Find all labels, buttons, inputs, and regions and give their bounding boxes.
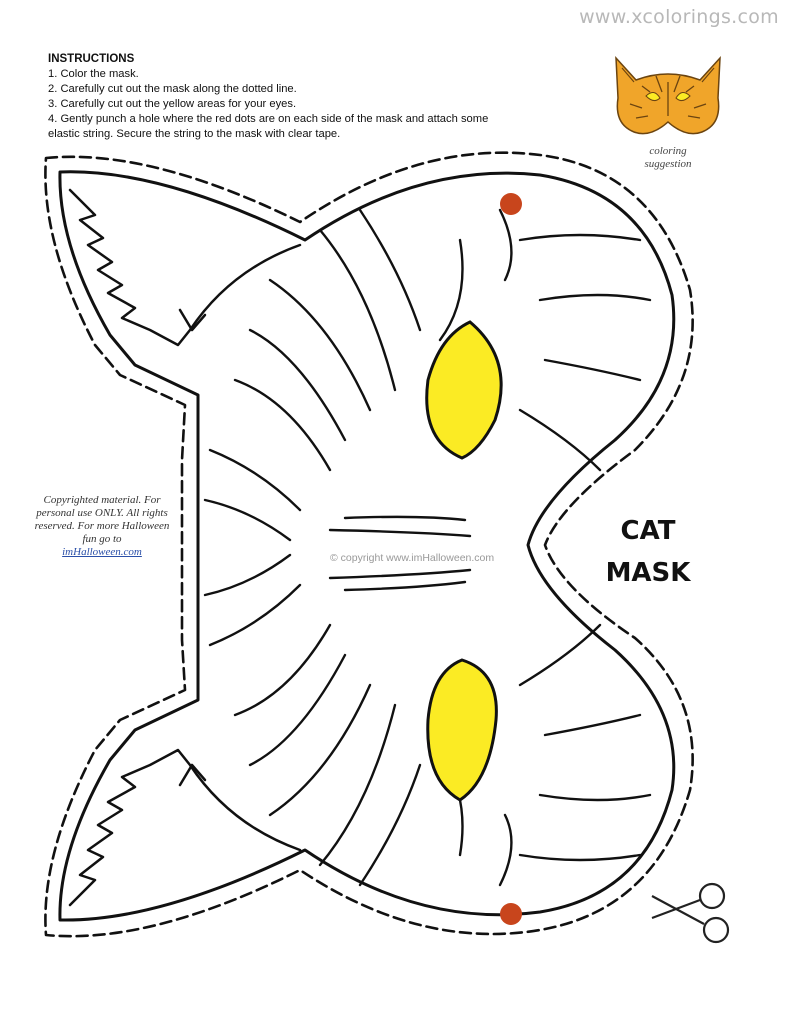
mask-outline: [58, 170, 676, 922]
scissors-icon: [651, 882, 730, 944]
instruction-step-2: 2. Carefully cut out the mask along the …: [48, 83, 297, 95]
suggestion-caption: coloring suggestion: [644, 145, 692, 170]
imhalloween-link[interactable]: imHalloween.com: [62, 546, 142, 558]
center-copyright-mark: © copyright www.imHalloween.com: [330, 552, 495, 564]
instructions-title: INSTRUCTIONS: [48, 53, 135, 65]
mask-title-line1: CAT: [620, 516, 676, 546]
mask-title-line2: MASK: [605, 558, 691, 588]
instruction-step-4: 4. Gently punch a hole where the red dot…: [48, 113, 489, 140]
mask-title: CAT MASK: [592, 510, 704, 594]
punch-hole-dot-top: [500, 193, 522, 215]
punch-hole-dot-bottom: [500, 903, 522, 925]
cat-mask-thumbnail-icon: [615, 55, 721, 135]
cut-line: [44, 151, 694, 938]
eye-cutout-bottom: [426, 658, 498, 802]
instructions-block: INSTRUCTIONS 1. Color the mask. 2. Caref…: [48, 52, 518, 142]
site-watermark: www.xcolorings.com: [579, 6, 779, 28]
copyright-note: Copyrighted material. For personal use O…: [34, 494, 170, 559]
instruction-step-1: 1. Color the mask.: [48, 68, 139, 80]
eye-cutout-top: [425, 320, 503, 460]
instruction-step-3: 3. Carefully cut out the yellow areas fo…: [48, 98, 297, 110]
coloring-suggestion: coloring suggestion: [606, 46, 730, 171]
copyright-text: Copyrighted material. For personal use O…: [34, 494, 170, 545]
